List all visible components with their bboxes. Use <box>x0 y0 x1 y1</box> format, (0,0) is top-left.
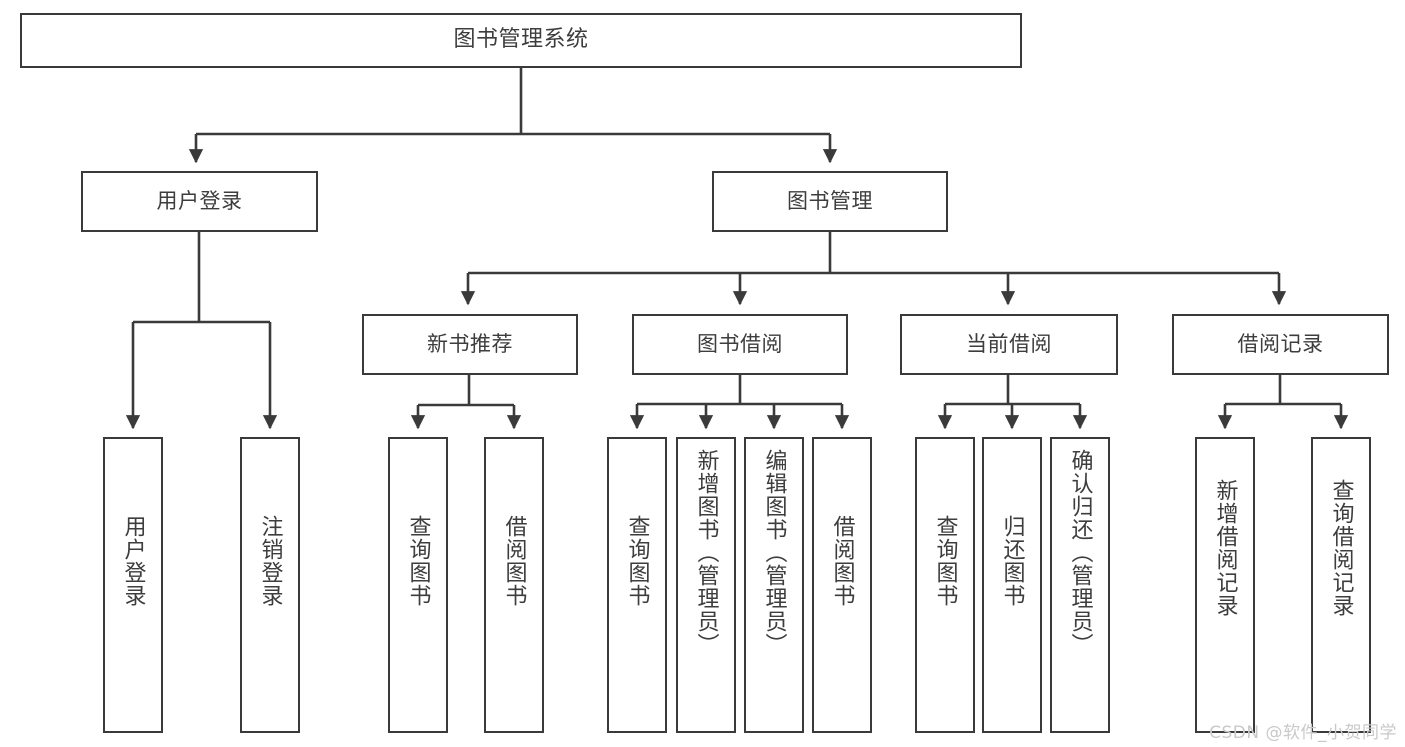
node-leaf-add-record[interactable]: 新增借阅记录 <box>1195 437 1255 733</box>
node-leaf-return-book-label: 归还图书 <box>999 515 1025 607</box>
node-leaf-add-book[interactable]: 新增图书（管理员） <box>676 437 736 733</box>
node-leaf-query-book-3-label: 查询图书 <box>932 515 958 607</box>
node-leaf-query-book-1[interactable]: 查询图书 <box>388 437 448 733</box>
node-book-borrow-label: 图书借阅 <box>697 331 783 356</box>
node-leaf-return-book[interactable]: 归还图书 <box>982 437 1042 733</box>
node-leaf-edit-book-label: 编辑图书（管理员） <box>761 449 787 656</box>
node-leaf-query-record[interactable]: 查询借阅记录 <box>1311 437 1371 733</box>
node-leaf-borrow-book-1-label: 借阅图书 <box>501 515 527 607</box>
node-leaf-query-book-3[interactable]: 查询图书 <box>915 437 975 733</box>
node-new-book-recommend-label: 新书推荐 <box>427 331 513 356</box>
csdn-watermark: CSDN @软件_小贺同学 <box>1209 723 1397 743</box>
node-book-management[interactable]: 图书管理 <box>712 171 948 232</box>
node-leaf-query-book-2-label: 查询图书 <box>624 515 650 607</box>
node-root-label: 图书管理系统 <box>453 27 589 53</box>
node-leaf-query-book-1-label: 查询图书 <box>405 515 431 607</box>
node-leaf-borrow-book-2-label: 借阅图书 <box>829 515 855 607</box>
node-leaf-confirm-return-label: 确认归还（管理员） <box>1067 449 1093 656</box>
node-leaf-user-login[interactable]: 用户登录 <box>103 437 163 733</box>
node-leaf-user-login-label: 用户登录 <box>120 515 146 607</box>
node-user-login-label: 用户登录 <box>156 188 243 213</box>
node-current-borrow[interactable]: 当前借阅 <box>900 314 1118 375</box>
node-current-borrow-label: 当前借阅 <box>966 331 1052 356</box>
node-root[interactable]: 图书管理系统 <box>20 13 1022 68</box>
node-leaf-borrow-book-1[interactable]: 借阅图书 <box>484 437 544 733</box>
node-leaf-query-record-label: 查询借阅记录 <box>1328 479 1354 617</box>
node-leaf-logout[interactable]: 注销登录 <box>240 437 300 733</box>
node-leaf-add-record-label: 新增借阅记录 <box>1212 479 1238 617</box>
node-borrow-record-label: 借阅记录 <box>1237 331 1324 356</box>
node-leaf-edit-book[interactable]: 编辑图书（管理员） <box>744 437 804 733</box>
node-borrow-record[interactable]: 借阅记录 <box>1172 314 1389 375</box>
node-book-management-label: 图书管理 <box>787 188 873 213</box>
node-book-borrow[interactable]: 图书借阅 <box>632 314 848 375</box>
node-user-login[interactable]: 用户登录 <box>81 171 318 232</box>
node-leaf-add-book-label: 新增图书（管理员） <box>693 449 719 656</box>
node-leaf-logout-label: 注销登录 <box>257 515 283 607</box>
node-leaf-confirm-return[interactable]: 确认归还（管理员） <box>1050 437 1110 733</box>
node-leaf-query-book-2[interactable]: 查询图书 <box>607 437 667 733</box>
node-leaf-borrow-book-2[interactable]: 借阅图书 <box>812 437 872 733</box>
node-new-book-recommend[interactable]: 新书推荐 <box>362 314 578 375</box>
